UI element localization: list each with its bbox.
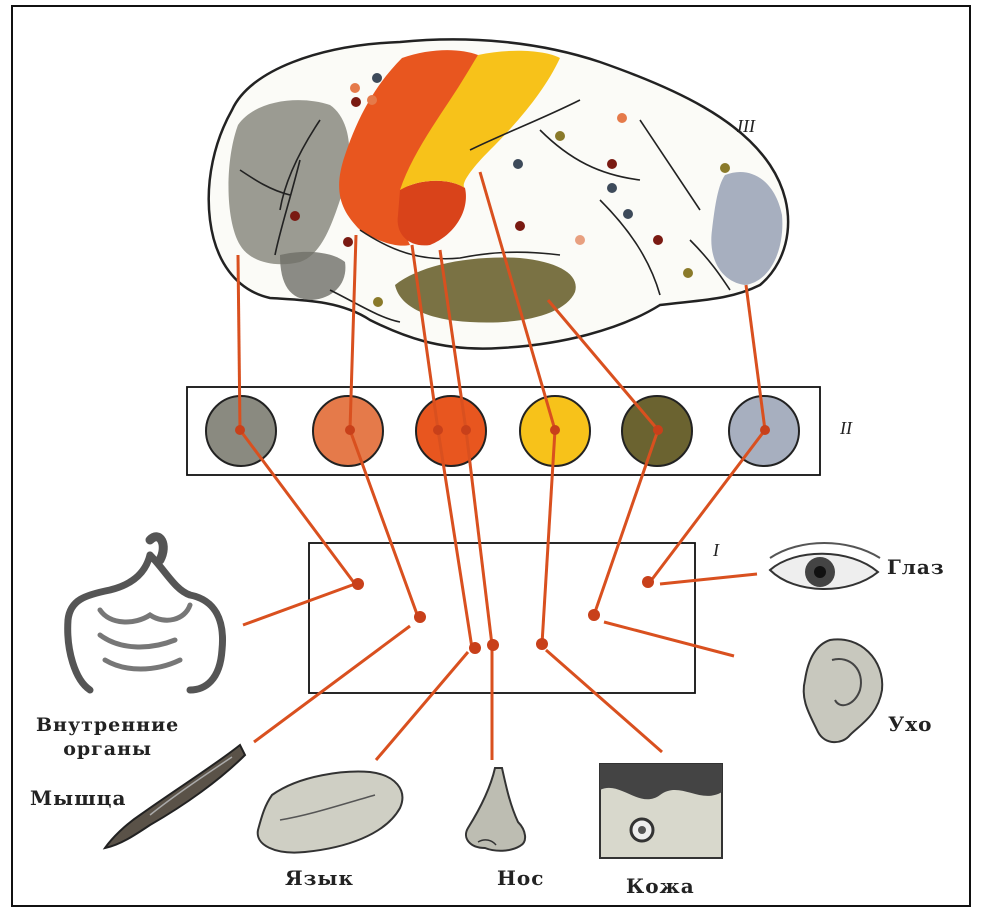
eye-label: Глаз xyxy=(887,555,945,579)
subcortical-nuclei xyxy=(206,396,799,466)
ear-label: Ухо xyxy=(888,712,933,736)
synapse-nodes xyxy=(235,425,770,654)
skin-label: Кожа xyxy=(626,874,695,898)
level-three-label: III xyxy=(737,116,755,137)
brain-cortex xyxy=(209,39,788,348)
tongue-label: Язык xyxy=(285,866,354,890)
eye-illustration xyxy=(770,543,880,589)
receptor-box xyxy=(309,543,695,693)
level-one-label: I xyxy=(713,540,719,561)
tongue-nose-nucleus xyxy=(416,396,486,466)
tongue-illustration xyxy=(258,772,403,853)
internal-organs-label-line1: Внутренние xyxy=(36,713,179,737)
ear-illustration xyxy=(804,639,883,742)
subcortical-box xyxy=(187,387,820,475)
internal-organs-label: Внутренние органы xyxy=(36,713,179,761)
nose-illustration xyxy=(466,768,525,851)
internal-organs-label-line2: органы xyxy=(36,737,179,761)
skin-illustration xyxy=(600,764,722,858)
level-two-label: II xyxy=(840,418,852,439)
nose-label: Нос xyxy=(497,866,544,890)
internal-organs-illustration xyxy=(68,537,223,690)
muscle-label: Мышца xyxy=(30,786,126,810)
